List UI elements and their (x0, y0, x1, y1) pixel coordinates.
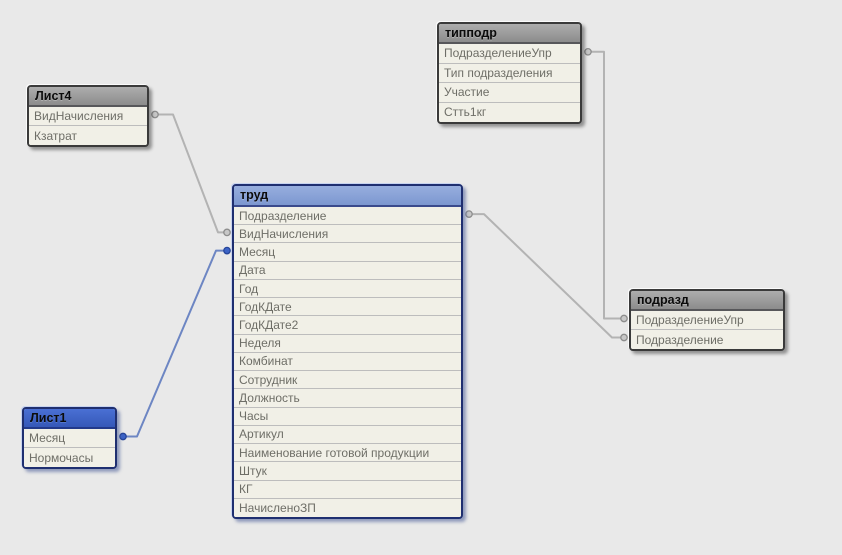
connector-endpoint-podrazdelenieupr-link-to (620, 314, 628, 323)
field-row: Неделя (234, 335, 461, 353)
connector-endpoint-podrazdelenie-link-to (620, 333, 628, 342)
field-row: ВидНачисления (234, 225, 461, 244)
field-row: Тип подразделения (439, 64, 580, 83)
field-row: ГодКДате (234, 298, 461, 317)
connector-vidnachisleniya-link (154, 113, 228, 234)
field-row: Сотрудник (234, 371, 461, 390)
connector-mesyac-link (122, 249, 228, 438)
field-row: КГ (234, 481, 461, 499)
field-row: Год (234, 280, 461, 299)
field-row: Кзатрат (34, 128, 77, 143)
connector-endpoint-vidnachisleniya-link-to (223, 228, 231, 237)
field-row: Месяц (234, 243, 461, 262)
field-row: ПодразделениеУпр (631, 311, 783, 330)
field-row: Артикул (234, 426, 461, 445)
field-row: Комбинат (234, 353, 461, 372)
connector-endpoint-podrazdelenieupr-link-from (584, 47, 592, 56)
connector-endpoint-podrazdelenie-link-from (465, 210, 473, 218)
field-row: Стть1кг (444, 105, 487, 120)
field-row: Должность (234, 389, 461, 408)
field-row: Дата (234, 262, 461, 280)
table-title-list4[interactable]: Лист4 (29, 87, 147, 107)
field-row: ПодразделениеУпр (439, 44, 580, 64)
field-row: Участие (439, 83, 580, 103)
table-title-podrazd[interactable]: подразд (631, 291, 783, 311)
field-row: ГодКДате2 (234, 316, 461, 335)
field-row: Наименование готовой продукции (234, 444, 461, 463)
connector-endpoint-mesyac-link-to (223, 246, 231, 255)
field-row: Часы (234, 408, 461, 426)
connector-podrazdelenie-link (468, 213, 625, 339)
connector-endpoint-vidnachisleniya-link-from (151, 110, 159, 119)
table-title-tippodr[interactable]: типподр (439, 24, 580, 44)
field-row: Месяц (24, 429, 115, 448)
field-row: Подразделение (636, 332, 724, 347)
connector-endpoint-mesyac-link-from (119, 432, 127, 441)
connector-podrazdelenieupr-link (587, 50, 625, 320)
field-row: Штук (234, 462, 461, 481)
table-title-list1[interactable]: Лист1 (24, 409, 115, 429)
field-row: Подразделение (234, 207, 461, 226)
field-row: ВидНачисления (29, 107, 147, 126)
field-row: НачисленоЗП (239, 500, 316, 515)
table-title-trud[interactable]: труд (234, 186, 461, 207)
field-row: Нормочасы (29, 450, 94, 465)
